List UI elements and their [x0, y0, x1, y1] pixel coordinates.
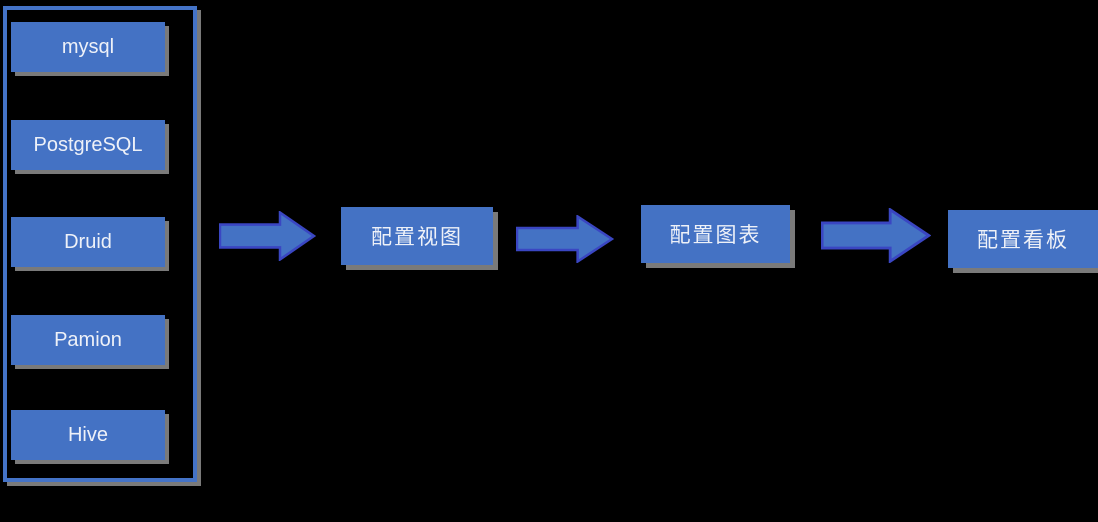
right-arrow-icon: [219, 211, 316, 261]
datasource-label: PostgreSQL: [33, 133, 143, 156]
datasource-box-druid: Druid: [11, 217, 165, 267]
datasource-label: Hive: [67, 423, 108, 446]
datasource-box-hive: Hive: [11, 410, 165, 460]
flow-step-configure-view: 配置视图: [341, 207, 493, 265]
flow-step-configure-chart: 配置图表: [641, 205, 790, 263]
flow-step-configure-dashboard: 配置看板: [948, 210, 1098, 268]
flow-step-label: 配置看板: [977, 229, 1069, 252]
datasource-label: Pamion: [54, 328, 122, 351]
datasource-label: Druid: [64, 230, 112, 253]
datasource-label: mysql: [61, 35, 115, 58]
flow-step-label: 配置视图: [371, 226, 463, 249]
datasource-box-pamion: Pamion: [11, 315, 165, 365]
right-arrow-icon: [821, 208, 931, 263]
datasource-panel: mysql PostgreSQL Druid Pamion Hive: [3, 6, 197, 482]
right-arrow-icon: [516, 215, 614, 263]
flow-step-label: 配置图表: [669, 224, 762, 247]
datasource-box-mysql: mysql: [11, 22, 165, 72]
datasource-box-postgresql: PostgreSQL: [11, 120, 165, 170]
